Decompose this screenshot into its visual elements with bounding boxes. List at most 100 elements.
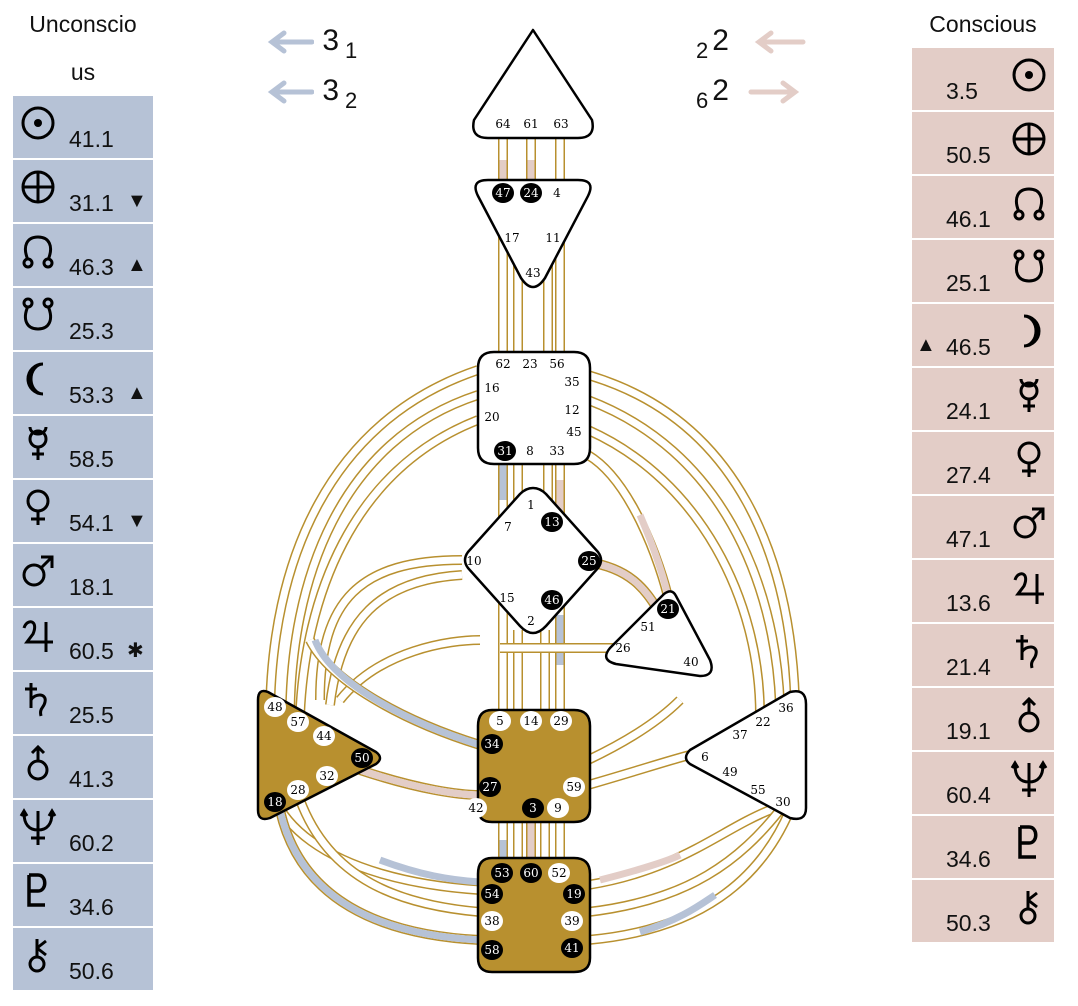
gate-line-value: 25.5 [69,702,114,728]
head-center [472,28,594,140]
gate-number: 50 [354,751,369,765]
variable-sub: 2 [345,88,358,113]
gate-line-value: 50.3 [946,910,991,936]
channel-41-30 [587,808,795,945]
gate-9: 9 [547,798,569,818]
gate-number: 29 [553,714,568,728]
gate-number: 22 [755,715,770,729]
heart-center [604,590,713,678]
gate-line-value: 3.5 [946,78,978,104]
moon-icon [26,362,44,396]
unconscious-row: 60.5✱ [13,608,153,670]
venus-icon [26,489,50,525]
gate-37: 37 [732,728,747,742]
gate-33: 33 [549,444,564,458]
sacral-center [476,708,592,824]
unconscious-title-line2: us [70,59,96,85]
gate-number: 8 [526,444,534,458]
gate-43: 43 [525,266,540,280]
gate-21: 21 [657,599,679,619]
gate-number: 5 [496,714,504,728]
arrow-left-icon [267,80,315,104]
channel-12-22 [586,395,785,706]
gate-line-value: 53.3 [69,382,114,408]
unconscious-title: Unconscio us [13,0,153,96]
unconscious-row: 18.1 [13,544,153,606]
jupiter-icon [1013,572,1044,604]
gate-56: 56 [549,357,564,371]
gate-number: 3 [529,801,537,815]
conscious-row: 13.6 [912,560,1054,622]
root-center [476,856,592,974]
jupiter-icon [22,620,53,652]
gate-6: 6 [701,750,709,764]
gate-57: 57 [287,712,309,732]
channel-45-37 [585,425,765,716]
gate-line-value: 25.3 [69,318,114,344]
gate-number: 41 [564,941,579,955]
gate-8: 8 [526,444,534,458]
mars-icon [1013,507,1045,539]
gate-number: 48 [267,700,282,714]
gate-39: 39 [561,911,583,931]
gate-number: 24 [523,186,539,200]
gate-number: 57 [290,715,305,729]
gate-18: 18 [264,792,286,812]
gate-number: 20 [484,410,499,424]
gate-46: 46 [541,590,563,610]
gate-26: 26 [615,641,630,655]
gate-number: 38 [484,914,499,928]
south-node-icon [22,297,54,331]
unconscious-title-line1: Unconscio [29,11,137,37]
gate-7: 7 [504,520,512,534]
gate-number: 16 [484,381,499,395]
gate-number: 19 [566,887,581,901]
gate-number: 46 [544,593,559,607]
unconscious-row: 41.3 [13,736,153,798]
gate-55: 55 [750,783,765,797]
gate-number: 7 [504,520,512,534]
arrow-left-icon [267,30,315,54]
gate-line-value: 34.6 [946,846,991,872]
gate-2: 2 [527,614,535,628]
channel-20-34 [295,415,480,716]
gate-number: 64 [495,117,511,131]
gate-number: 47 [495,186,510,200]
neptune-icon [1010,760,1048,797]
gate-number: 31 [497,444,512,458]
gate-36: 36 [778,701,793,715]
gate-number: 56 [549,357,564,371]
gate-line-value: 19.1 [946,718,991,744]
gate-number: 42 [468,801,483,815]
gate-47: 47 [492,183,514,203]
gate-16: 16 [484,381,499,395]
neptune-icon [19,808,57,845]
gate-51: 51 [640,620,655,634]
gate-number: 45 [566,425,581,439]
gate-line-value: 60.2 [69,830,114,856]
gate-number: 14 [523,714,539,728]
exaltation-mark: ▼ [127,510,147,532]
gate-number: 12 [564,403,579,417]
gate-34: 34 [481,734,503,754]
gate-60: 60 [520,863,542,883]
gate-number: 58 [484,943,499,957]
gate-number: 28 [290,783,305,797]
gate-line-value: 34.6 [69,894,114,920]
exaltation-mark: ▲ [127,254,147,276]
gate-49: 49 [722,765,737,779]
unconscious-row: 50.6 [13,928,153,990]
conscious-row: 25.1 [912,240,1054,302]
sun-icon [1012,58,1046,92]
unconscious-row: 25.5 [13,672,153,734]
gate-45: 45 [566,425,581,439]
gate-number: 43 [525,266,540,280]
uranus-icon [27,744,49,781]
gate-number: 25 [581,554,596,568]
variable-value: 3 [322,24,340,57]
channel-19-49 [587,805,772,890]
variable-sub: 6 [696,88,709,113]
